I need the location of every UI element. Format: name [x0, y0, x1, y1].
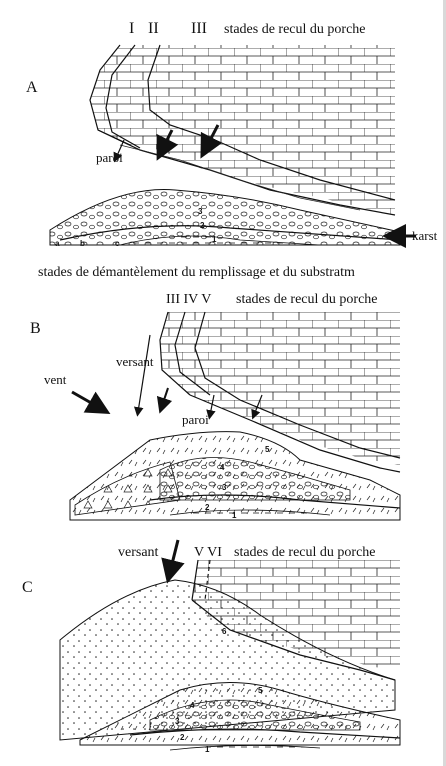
sub-a-label: a [55, 239, 60, 248]
layer-2-label-b: 2 [205, 503, 210, 512]
versant-arrow-c [170, 540, 178, 572]
layer-5-label-b: 5 [265, 445, 270, 454]
panel-a: I II III stades de recul du porche A par… [26, 20, 438, 280]
panel-b-stages: III IV V [166, 292, 211, 307]
layer-2-label-a: 2 [200, 221, 205, 230]
stage-iii-label: III [191, 20, 207, 37]
layer-2-label-c: 2 [180, 733, 185, 742]
retreat-arrow-b1 [162, 388, 168, 406]
panel-b-letter: B [30, 320, 41, 337]
panel-a-caption: stades de démantèlement du remplissage e… [38, 265, 355, 280]
layer-1-label-a: 1 [212, 235, 217, 244]
panel-c-letter: C [22, 579, 33, 596]
layer-1-label-b: 1 [232, 511, 237, 520]
panel-a-letter: A [26, 79, 38, 96]
layer-4-label-c: 4 [190, 701, 195, 710]
layer-1-label-c: 1 [205, 745, 210, 754]
stage-ii-label: II [148, 20, 159, 37]
panel-c: versant V VI stades de recul du porche C… [22, 540, 400, 754]
layer-1-c [170, 745, 320, 750]
panel-b-title: stades de recul du porche [236, 292, 378, 307]
sub-b-label: b [80, 239, 85, 248]
panel-c-title: stades de recul du porche [234, 545, 376, 560]
layer-3-label-a: 3 [198, 207, 203, 216]
layer-6-label-c: 6 [222, 627, 227, 636]
sub-c-label: c [115, 239, 120, 248]
layer-5-label-c: 5 [258, 686, 263, 695]
layer-3-label-c: 3 [175, 717, 180, 726]
limestone-mass-a [90, 45, 395, 215]
stage-i-label: I [129, 20, 134, 37]
layer-4-label-b: 4 [220, 463, 225, 472]
panel-c-stages: V VI [194, 545, 222, 560]
paroi-label-b: paroi [182, 412, 209, 427]
panel-b: III IV V stades de recul du porche B ver… [30, 292, 400, 520]
vent-arrow [72, 392, 100, 408]
vent-label: vent [44, 372, 67, 387]
versant-label-b: versant [116, 354, 154, 369]
versant-arrow-b [138, 335, 150, 412]
panel-a-title: stades de recul du porche [224, 22, 366, 37]
versant-label-c: versant [118, 545, 159, 560]
layer-3-label-b: 3 [222, 483, 227, 492]
paroi-label-a: paroi [96, 150, 123, 165]
karst-label: karst [412, 228, 438, 243]
